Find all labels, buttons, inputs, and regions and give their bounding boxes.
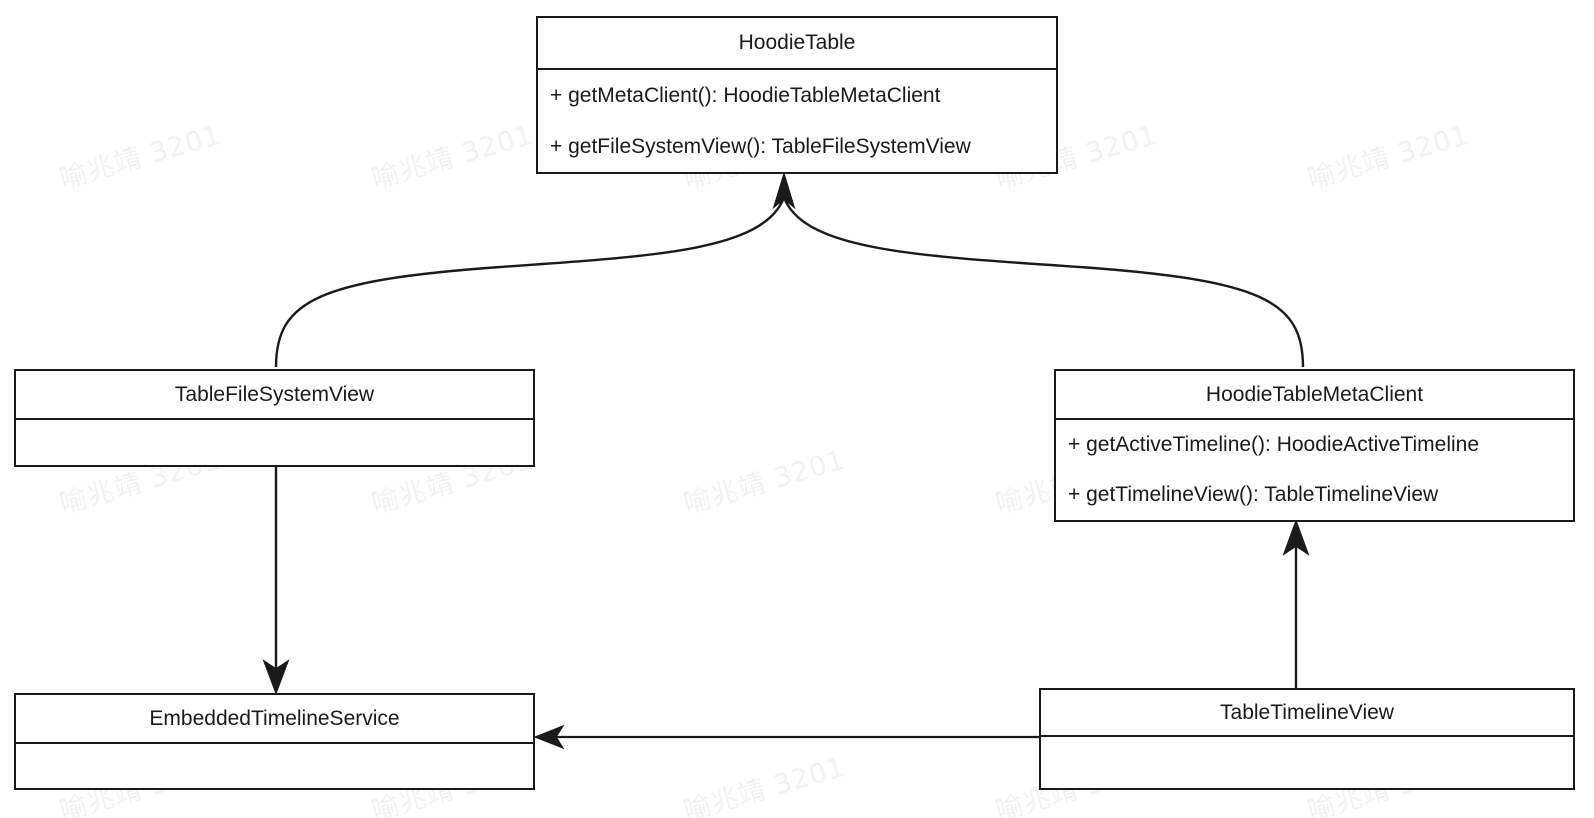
connector-hoodietablemetaclient-to-hoodietable (783, 199, 1305, 368)
class-members-hoodie-table: + getMetaClient(): HoodieTableMetaClient… (538, 70, 1056, 172)
watermark-text: 喻兆靖 3201 (56, 119, 225, 196)
class-box-table-file-system-view[interactable]: TableFileSystemView (14, 369, 535, 467)
class-member: + getFileSystemView(): TableFileSystemVi… (550, 134, 971, 158)
class-member: + getActiveTimeline(): HoodieActiveTimel… (1068, 433, 1480, 457)
class-members-table-file-system-view (16, 420, 533, 465)
class-box-embedded-timeline-service[interactable]: EmbeddedTimelineService (14, 693, 535, 790)
watermark-text: 喻兆靖 3201 (680, 444, 849, 521)
connector-tablefilesystemview-to-hoodietable (274, 199, 785, 368)
class-members-hoodie-table-meta-client: + getActiveTimeline(): HoodieActiveTimel… (1056, 420, 1573, 520)
class-member: + getTimelineView(): TableTimelineView (1068, 483, 1439, 507)
class-name-table-file-system-view: TableFileSystemView (16, 371, 533, 420)
arrowhead-into-hoodietablemetaclient-bottom (1282, 518, 1310, 556)
arrowhead-into-embeddedtimelineservice-top (262, 659, 290, 696)
class-name-hoodie-table-meta-client: HoodieTableMetaClient (1056, 371, 1573, 420)
watermark-text: 喻兆靖 3201 (1304, 119, 1473, 196)
class-members-embedded-timeline-service (16, 744, 533, 788)
class-box-hoodie-table[interactable]: HoodieTable + getMetaClient(): HoodieTab… (536, 16, 1058, 174)
arrowhead-into-embeddedtimelineservice-right (533, 724, 565, 750)
watermark-text: 喻兆靖 3201 (680, 751, 849, 818)
class-name-hoodie-table: HoodieTable (538, 18, 1056, 70)
class-box-table-timeline-view[interactable]: TableTimelineView (1039, 688, 1575, 790)
class-box-hoodie-table-meta-client[interactable]: HoodieTableMetaClient + getActiveTimelin… (1054, 369, 1575, 522)
watermark-text: 喻兆靖 3201 (368, 119, 537, 196)
class-members-table-timeline-view (1041, 737, 1573, 788)
arrowhead-into-hoodietable (772, 171, 796, 210)
class-name-embedded-timeline-service: EmbeddedTimelineService (16, 695, 533, 744)
class-member: + getMetaClient(): HoodieTableMetaClient (550, 83, 941, 107)
class-name-table-timeline-view: TableTimelineView (1041, 690, 1573, 737)
